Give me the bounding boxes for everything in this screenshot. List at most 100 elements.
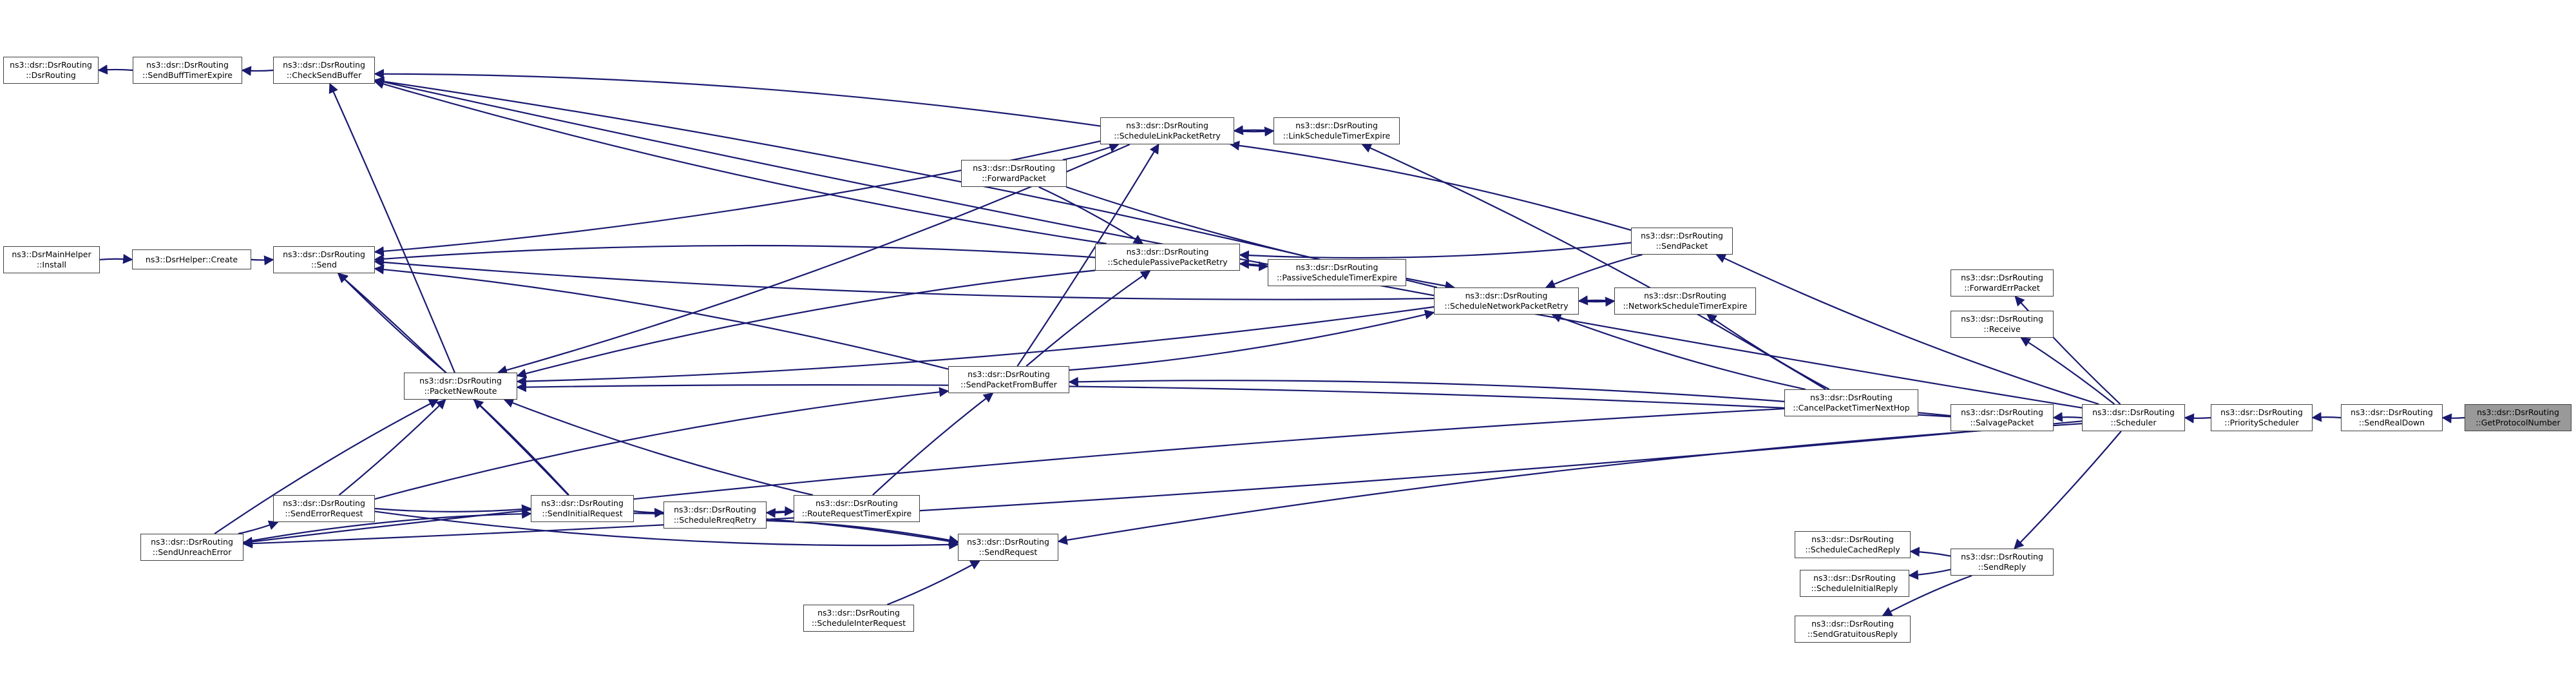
- graph-edge: [1239, 261, 1269, 271]
- node-label: ::SchedulePassivePacketRetry: [1107, 257, 1228, 267]
- graph-edge: [374, 244, 1096, 264]
- graph-node-forwardpacket[interactable]: ns3::dsr::DsrRouting::ForwardPacket: [961, 160, 1067, 187]
- graph-edge: [374, 68, 1101, 127]
- node-label: ns3::dsr::DsrRouting: [1644, 291, 1726, 300]
- graph-node-checksendbuffer[interactable]: ns3::dsr::DsrRouting::CheckSendBuffer: [273, 57, 375, 84]
- node-label: ns3::dsr::DsrRouting: [1295, 121, 1378, 130]
- graph-edge: [1016, 143, 1159, 367]
- graph-node-sendreply[interactable]: ns3::dsr::DsrRouting::SendReply: [1951, 549, 2054, 576]
- node-label: ::GetProtocolNumber: [2476, 418, 2561, 427]
- node-label: ::SendInitialRequest: [542, 509, 623, 518]
- graph-node-salvagepacket[interactable]: ns3::dsr::DsrRouting::SalvagePacket: [1951, 404, 2054, 431]
- graph-node-routerequesttimerexpire[interactable]: ns3::dsr::DsrRouting::RouteRequestTimerE…: [794, 495, 920, 522]
- graph-node-schedulelinkpacketretry[interactable]: ns3::dsr::DsrRouting::ScheduleLinkPacket…: [1100, 117, 1234, 144]
- graph-edge: [374, 511, 959, 550]
- graph-node-getprotocolnumber: ns3::dsr::DsrRouting::GetProtocolNumber: [2465, 404, 2571, 431]
- graph-edge: [886, 560, 981, 606]
- node-label: ns3::dsr::DsrRouting: [2220, 407, 2303, 417]
- node-label: ns3::dsr::DsrRouting: [1465, 291, 1548, 300]
- node-label: ns3::dsr::DsrRouting: [1641, 231, 1723, 240]
- node-label: ::LinkScheduleTimerExpire: [1283, 131, 1391, 141]
- node-label: ::PacketNewRoute: [424, 386, 497, 396]
- node-label: ::Install: [36, 260, 67, 269]
- graph-node-packetnewroute[interactable]: ns3::dsr::DsrRouting::PacketNewRoute: [404, 373, 517, 400]
- graph-node-priorityscheduler[interactable]: ns3::dsr::DsrRouting::PriorityScheduler: [2211, 404, 2313, 431]
- node-label: ::SendPacketFromBuffer: [960, 380, 1057, 389]
- node-label: ns3::dsr::DsrRouting: [1961, 407, 2043, 417]
- graph-node-sendpacketfrombuffer[interactable]: ns3::dsr::DsrRouting::SendPacketFromBuff…: [948, 366, 1069, 393]
- node-label: ::PassiveScheduleTimerExpire: [1276, 273, 1398, 282]
- node-label: ::ScheduleInitialReply: [1811, 583, 1898, 593]
- graph-edge: [99, 253, 133, 264]
- graph-node-install[interactable]: ns3::DsrMainHelper::Install: [3, 246, 100, 273]
- node-label: ns3::dsr::DsrRouting: [2351, 407, 2433, 417]
- graph-edge: [1229, 141, 1632, 231]
- node-label: ns3::dsr::DsrRouting: [419, 376, 502, 385]
- graph-edge: [1239, 242, 1632, 260]
- node-label: ns3::dsr::DsrRouting: [1810, 393, 1893, 402]
- graph-node-sendrealdown[interactable]: ns3::dsr::DsrRouting::SendRealDown: [2341, 404, 2443, 431]
- node-label: ns3::dsr::DsrRouting: [967, 537, 1049, 547]
- node-label: ns3::dsr::DsrRouting: [283, 498, 365, 508]
- graph-node-schedulepassivepacketretry[interactable]: ns3::dsr::DsrRouting::SchedulePassivePac…: [1095, 244, 1240, 271]
- graph-node-sendinitialrequest[interactable]: ns3::dsr::DsrRouting::SendInitialRequest: [531, 495, 634, 522]
- node-label: ::SendReply: [1978, 562, 2027, 572]
- graph-node-cancelpackettimernexthop[interactable]: ns3::dsr::DsrRouting::CancelPacketTimerN…: [1784, 389, 1918, 416]
- node-label: ns3::dsr::DsrRouting: [1961, 314, 2043, 324]
- graph-node-sendbufftimerexpire[interactable]: ns3::dsr::DsrRouting::SendBuffTimerExpir…: [133, 57, 242, 84]
- node-label: ns3::dsr::DsrRouting: [1126, 121, 1208, 130]
- node-label: ::SendGratuitousReply: [1807, 629, 1898, 639]
- node-label: ns3::dsr::DsrRouting: [973, 163, 1055, 173]
- node-label: ns3::dsr::DsrRouting: [1813, 573, 1896, 583]
- node-label: ns3::dsr::DsrRouting: [1126, 247, 1209, 257]
- graph-node-schedulenetworkpacketretry[interactable]: ns3::dsr::DsrRouting::ScheduleNetworkPac…: [1434, 287, 1579, 315]
- node-label: ::PriorityScheduler: [2224, 418, 2299, 427]
- graph-edge: [633, 507, 665, 518]
- node-label: ::SendErrorRequest: [285, 509, 363, 518]
- graph-node-send[interactable]: ns3::dsr::DsrRouting::Send: [273, 246, 375, 273]
- graph-node-dsrrouting[interactable]: ns3::dsr::DsrRouting::DsrRouting: [3, 57, 99, 84]
- graph-node-schedulecachedreply[interactable]: ns3::dsr::DsrRouting::ScheduleCachedRepl…: [1795, 531, 1911, 558]
- graph-edge: [374, 79, 1107, 245]
- graph-node-forwarderrpacket[interactable]: ns3::dsr::DsrRouting::ForwardErrPacket: [1951, 269, 2054, 297]
- node-label: ::CheckSendBuffer: [286, 70, 362, 80]
- graph-edge: [374, 504, 532, 514]
- node-label: ns3::dsr::DsrRouting: [1295, 262, 1379, 272]
- graph-node-passivescheduletimerexpire[interactable]: ns3::dsr::DsrRouting::PassiveScheduleTim…: [1268, 259, 1406, 286]
- graph-node-sendrequest[interactable]: ns3::dsr::DsrRouting::SendRequest: [958, 534, 1058, 561]
- node-label: ns3::dsr::DsrRouting: [283, 60, 365, 70]
- graph-node-sendunreacherror[interactable]: ns3::dsr::DsrRouting::SendUnreachError: [140, 534, 243, 561]
- graph-node-sendgratuitousreply[interactable]: ns3::dsr::DsrRouting::SendGratuitousRepl…: [1795, 616, 1911, 643]
- graph-node-scheduleinitialreply[interactable]: ns3::dsr::DsrRouting::ScheduleInitialRep…: [1800, 570, 1909, 597]
- node-label: ns3::dsr::DsrRouting: [541, 498, 624, 508]
- node-label: ns3::dsr::DsrRouting: [1811, 534, 1894, 544]
- graph-node-networkscheduletimerexpire[interactable]: ns3::dsr::DsrRouting::NetworkScheduleTim…: [1614, 287, 1756, 315]
- graph-node-receive[interactable]: ns3::dsr::DsrRouting::Receive: [1951, 311, 2054, 338]
- graph-node-sendpacket[interactable]: ns3::dsr::DsrRouting::SendPacket: [1631, 228, 1733, 255]
- node-label: ns3::dsr::DsrRouting: [2092, 407, 2175, 417]
- graph-edge: [503, 398, 814, 496]
- graph-node-senderrorrequest[interactable]: ns3::dsr::DsrRouting::SendErrorRequest: [273, 495, 375, 522]
- node-label: ::SendPacket: [1655, 241, 1708, 251]
- graph-edge: [1882, 574, 1972, 616]
- graph-edge: [1908, 569, 1951, 580]
- node-label: ::ScheduleInterRequest: [812, 618, 906, 628]
- node-label: ::Scheduler: [2110, 418, 2157, 427]
- graph-edge: [1715, 253, 2099, 405]
- graph-node-scheduler[interactable]: ns3::dsr::DsrRouting::Scheduler: [2082, 404, 2185, 431]
- node-label: ns3::dsr::DsrRouting: [1811, 619, 1894, 628]
- node-label: ns3::dsr::DsrRouting: [1961, 552, 2043, 561]
- graph-node-scheduleinterrequest[interactable]: ns3::dsr::DsrRouting::ScheduleInterReque…: [803, 605, 914, 632]
- graph-edge: [338, 398, 446, 496]
- graph-edge: [374, 264, 949, 370]
- graph-node-schedulerreqretry[interactable]: ns3::dsr::DsrRouting::ScheduleRreqRetry: [663, 501, 767, 529]
- node-label: ::Receive: [1983, 324, 2021, 334]
- graph-node-linkscheduletimerexpire[interactable]: ns3::dsr::DsrRouting::LinkScheduleTimerE…: [1274, 117, 1400, 144]
- graph-edge: [1551, 313, 1806, 391]
- node-label: ::ScheduleRreqRetry: [673, 515, 757, 525]
- graph-edge: [374, 257, 1435, 300]
- graph-edge: [1545, 253, 1643, 289]
- graph-node-create[interactable]: ns3::DsrHelper::Create: [132, 249, 251, 269]
- graph-edge: [1706, 314, 1830, 390]
- graph-edge: [374, 387, 949, 500]
